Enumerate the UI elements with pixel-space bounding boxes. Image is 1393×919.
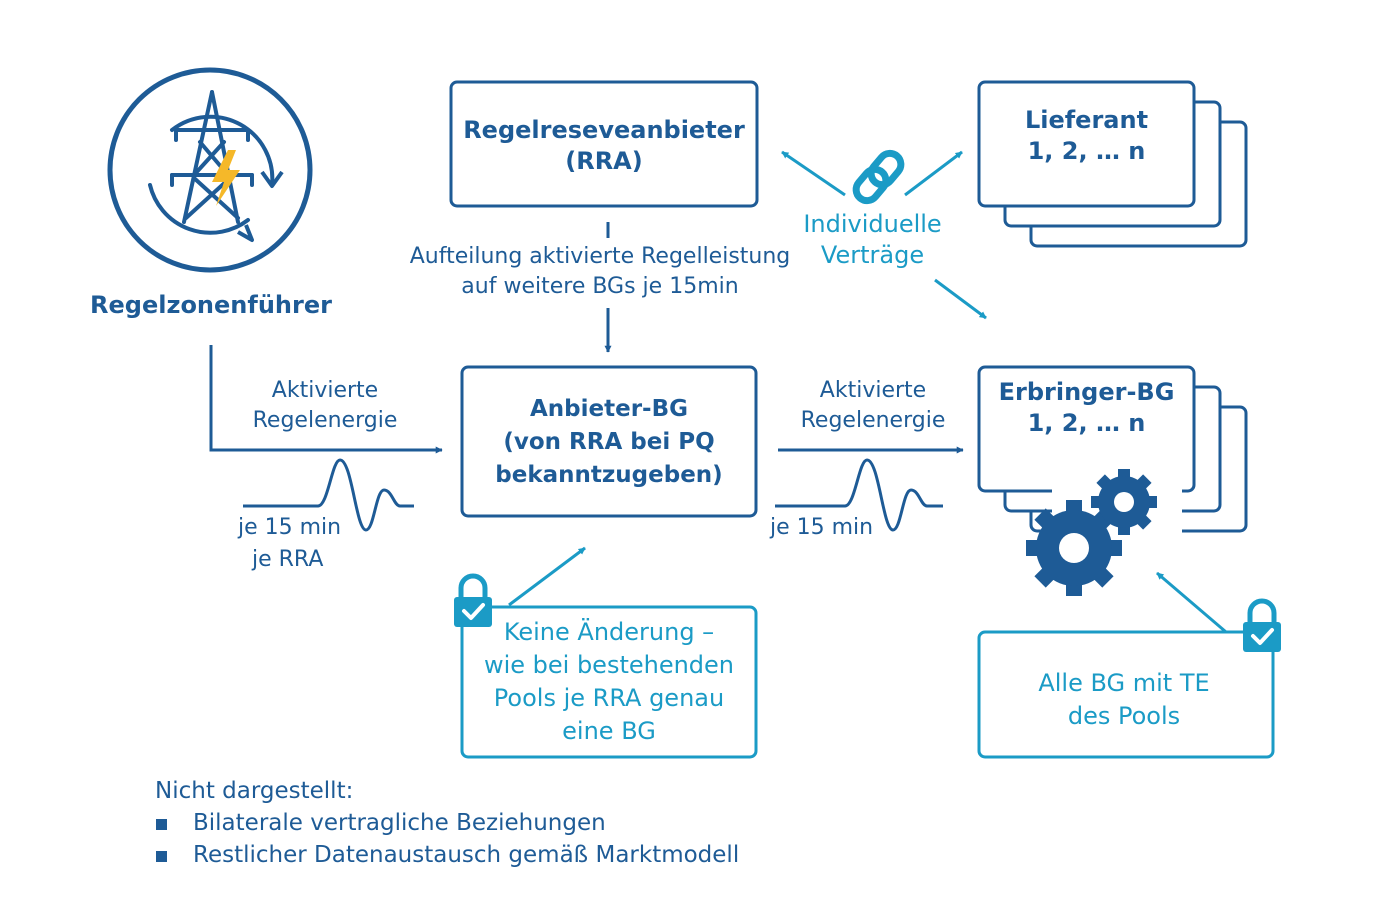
split-line-2: auf weitere BGs je 15min [461,274,739,299]
lightning-icon [212,150,240,206]
no-change-line-2: wie bei bestehenden [483,651,735,679]
operator-icon [107,67,313,273]
no-change-line-1: Keine Änderung – [503,618,715,646]
cycle-arrow-icon [237,170,284,242]
activated-right-line-2: Regelenergie [800,408,946,433]
no-change-line-3: Pools je RRA genau [493,684,725,712]
rra-box [449,80,759,208]
performer-bg-line-2: 1, 2, … n [1027,409,1146,438]
all-bg-line-2: des Pools [1067,702,1181,730]
contracts-label: Individuelle Verträge [790,209,955,271]
supplier-title: Lieferant 1, 2, … n [979,105,1194,167]
footnote-title: Nicht dargestellt: [155,778,354,804]
all-bg-box [977,630,1275,759]
activated-left-line-2: Regelenergie [252,408,398,433]
bullet-square-icon [156,819,167,830]
activated-left-period-1: je 15 min [238,515,342,540]
lock-check-icon-2 [1243,598,1281,652]
rra-title: Regelreseveanbieter (RRA) [451,115,757,177]
all-bg-arrow [1156,571,1227,634]
contracts-line-2: Verträge [820,241,925,270]
performer-bg-title: Erbringer-BG 1, 2, … n [979,377,1194,439]
activated-left-line-1: Aktivierte [271,378,379,403]
operator-label: Regelzonenführer [90,291,332,319]
contracts-to-performer-arrow [934,278,987,320]
activated-right-label: Aktivierte Regelenergie [780,376,966,436]
provider-bg-line-3: bekanntzugeben) [495,462,723,488]
footnote-item-text: Restlicher Datenaustausch gemäß Marktmod… [193,842,740,868]
supplier-line-1: Lieferant [1024,106,1149,134]
no-change-label: Keine Änderung – wie bei bestehenden Poo… [462,616,756,748]
provider-bg-title: Anbieter-BG (von RRA bei PQ bekanntzugeb… [462,393,756,492]
contracts-to-supplier-arrow [904,150,963,197]
bullet-square-icon [156,851,167,862]
no-change-arrow [508,546,586,607]
no-change-line-4: eine BG [562,717,656,745]
footnote-list: Bilaterale vertragliche Beziehungen Rest… [155,807,739,871]
rra-line-2: (RRA) [565,147,643,176]
wave-icon [243,458,414,532]
rra-line-1: Regelreseveanbieter [463,116,745,144]
operator-arrow [209,345,443,454]
activated-left-period-2: je RRA [252,547,324,572]
all-bg-line-1: Alle BG mit TE [1038,669,1210,697]
power-tower-icon [148,90,275,235]
supplier-stack [977,80,1248,248]
no-change-box [460,605,758,759]
contracts-line-1: Individuelle [803,210,942,238]
footnote-item: Restlicher Datenaustausch gemäß Marktmod… [155,839,739,871]
supplier-line-2: 1, 2, … n [1027,137,1146,166]
performer-bg-line-1: Erbringer-BG [998,378,1175,406]
provider-bg-line-2: (von RRA bei PQ [503,429,715,455]
activated-left-period: je 15 min je RRA [238,512,341,576]
footnote-item-text: Bilaterale vertragliche Beziehungen [193,810,606,836]
footnote-item: Bilaterale vertragliche Beziehungen [155,807,739,839]
all-bg-label: Alle BG mit TE des Pools [979,667,1269,733]
activated-right-line-1: Aktivierte [819,378,927,403]
footnote: Nicht dargestellt: Bilaterale vertraglic… [155,775,739,871]
activated-left-label: Aktivierte Regelenergie [235,376,415,436]
contracts-to-rra-arrow [781,150,846,197]
provider-bg-box [460,365,758,518]
provider-bg-line-1: Anbieter-BG [529,396,688,422]
lock-check-icon [454,573,492,627]
split-label: Aufteilung aktivierte Regelleistung auf … [400,242,800,302]
split-line-1: Aufteilung aktivierte Regelleistung [409,244,791,269]
chain-link-icon [852,149,905,205]
activated-right-period: je 15 min [770,515,874,540]
wave-icon-2 [775,458,943,532]
